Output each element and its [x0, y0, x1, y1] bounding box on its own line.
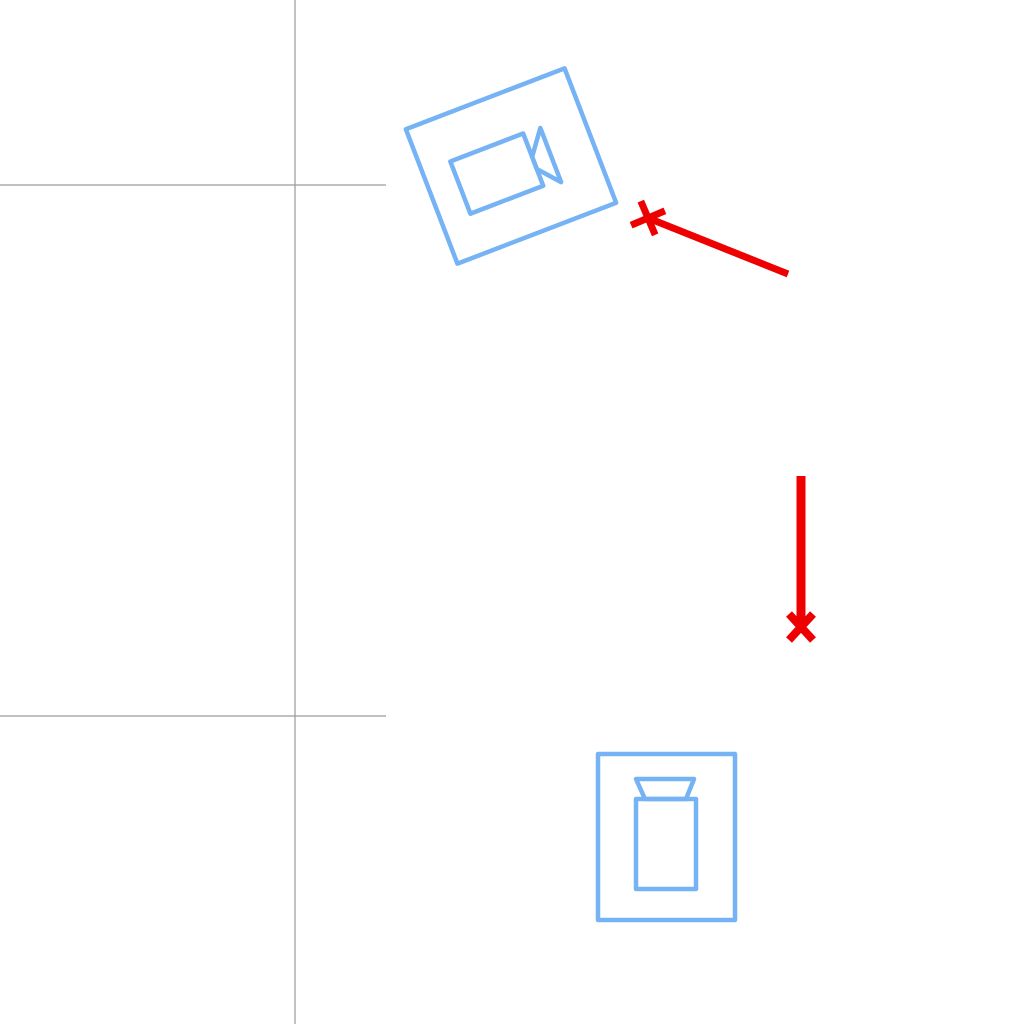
motion-path-2[interactable]: [786, 476, 816, 643]
motion-path-line: [646, 214, 790, 278]
x-marker-stroke: [786, 611, 816, 643]
camera-top-view-icon[interactable]: [595, 751, 738, 923]
camera-lens: [633, 776, 697, 802]
camera-frame: [595, 751, 738, 923]
x-marker-stroke: [629, 207, 667, 229]
camera-lens: [529, 125, 564, 185]
camera-frame: [403, 66, 619, 266]
grid: [0, 0, 386, 1024]
x-marker-icon: [629, 199, 667, 237]
x-marker-icon: [786, 611, 816, 643]
video-camera-icon[interactable]: [403, 66, 619, 266]
motion-path-1[interactable]: [629, 199, 790, 278]
